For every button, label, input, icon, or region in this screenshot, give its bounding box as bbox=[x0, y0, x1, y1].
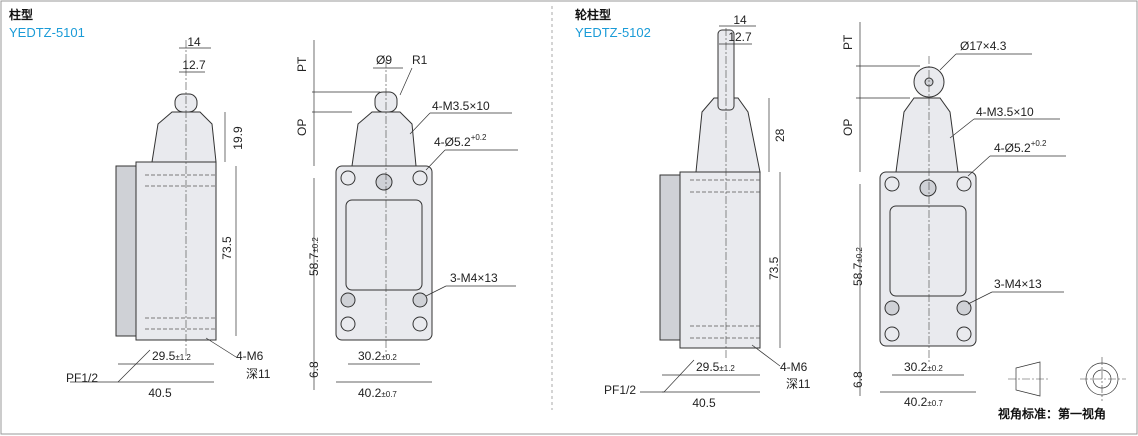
screw-top bbox=[375, 173, 393, 191]
projection-cone-icon bbox=[1015, 361, 1041, 397]
hole-bl bbox=[884, 326, 900, 342]
dim-screw-top: 4-M3.5×10 bbox=[432, 99, 490, 113]
panel-model: YEDTZ-5101 bbox=[9, 25, 85, 40]
dim-14: 14 bbox=[733, 13, 747, 27]
dim-19-9: 19.9 bbox=[231, 126, 245, 150]
dim-73-5: 73.5 bbox=[767, 256, 781, 280]
dim-pt: PT bbox=[295, 56, 309, 72]
screw-bl bbox=[340, 292, 356, 308]
dim-58-7: 58.7±0.2 bbox=[307, 237, 321, 276]
dim-40-5: 40.5 bbox=[148, 386, 172, 400]
dim-hole: 4-Ø5.2+0.2 bbox=[994, 139, 1047, 155]
dim-roller: Ø17×4.3 bbox=[960, 39, 1007, 53]
dim-screw-bottom: 3-M4×13 bbox=[450, 271, 498, 285]
screw-br bbox=[956, 300, 972, 316]
front-cover-recess bbox=[889, 205, 967, 297]
dim-r1: R1 bbox=[412, 53, 428, 67]
side-view: 14 12.7 19.9 73.5 29.5±1.2 40.5 PF1/2 4-… bbox=[66, 35, 271, 400]
front-actuator-base bbox=[351, 111, 417, 167]
dim-dia9: Ø9 bbox=[376, 53, 392, 67]
dim-op: OP bbox=[841, 119, 855, 136]
dim-hole: 4-Ø5.2+0.2 bbox=[434, 133, 487, 149]
panel-model: YEDTZ-5102 bbox=[575, 25, 651, 40]
side-actuator-base bbox=[695, 97, 761, 173]
front-view: PT OP 58.7±0.2 6.8 Ø17×4.3 4-M3.5×10 4-Ø… bbox=[841, 22, 1066, 409]
dim-op: OP bbox=[295, 119, 309, 136]
hole-tl bbox=[884, 176, 900, 192]
front-actuator-base bbox=[895, 97, 959, 173]
hole-bl bbox=[340, 316, 356, 332]
front-cover-recess bbox=[345, 199, 423, 291]
hole-tr bbox=[956, 176, 972, 192]
side-body bbox=[135, 161, 217, 341]
dim-40-2: 40.2±0.7 bbox=[358, 386, 397, 400]
hole-br bbox=[956, 326, 972, 342]
panel-roller: 轮柱型 YEDTZ-5102 14 12.7 28 73.5 29.5±1.2 … bbox=[575, 7, 1126, 421]
dim-thread: 4-M6 bbox=[780, 360, 808, 374]
hole-br bbox=[412, 316, 428, 332]
dim-pf: PF1/2 bbox=[66, 371, 98, 385]
screw-br bbox=[412, 292, 428, 308]
dim-12-7: 12.7 bbox=[182, 58, 206, 72]
side-view: 14 12.7 28 73.5 29.5±1.2 40.5 PF1/2 4-M6… bbox=[604, 13, 811, 410]
dim-pf: PF1/2 bbox=[604, 383, 636, 397]
screw-bl bbox=[884, 300, 900, 316]
dim-73-5: 73.5 bbox=[220, 236, 234, 260]
projection-symbol: 视角标准：第一视角 bbox=[998, 357, 1126, 421]
dim-40-2: 40.2±0.7 bbox=[904, 395, 943, 409]
side-body-left bbox=[659, 174, 683, 341]
side-actuator-base bbox=[151, 111, 217, 163]
projection-note: 视角标准：第一视角 bbox=[998, 406, 1106, 421]
dim-29-5: 29.5±1.2 bbox=[696, 360, 735, 374]
dim-depth: 深11 bbox=[246, 367, 271, 381]
front-view: PT OP 58.7±0.2 6.8 Ø9 R1 4-M3.5×10 4-Ø5.… bbox=[295, 40, 518, 400]
dim-28: 28 bbox=[773, 128, 787, 142]
panel-title: 柱型 bbox=[9, 7, 33, 22]
dim-screw-top: 4-M3.5×10 bbox=[976, 105, 1034, 119]
dim-29-5: 29.5±1.2 bbox=[152, 349, 191, 363]
screw-top bbox=[919, 179, 937, 197]
dim-thread: 4-M6 bbox=[236, 349, 264, 363]
dim-30-2: 30.2±0.2 bbox=[904, 360, 943, 374]
dim-pt: PT bbox=[841, 34, 855, 50]
dim-screw-bottom: 3-M4×13 bbox=[994, 277, 1042, 291]
side-body-left bbox=[115, 165, 139, 337]
dim-6-8: 6.8 bbox=[851, 371, 865, 388]
panel-title: 轮柱型 bbox=[575, 7, 611, 22]
side-body bbox=[679, 171, 761, 349]
dim-40-5: 40.5 bbox=[692, 396, 716, 410]
dim-14: 14 bbox=[187, 35, 201, 49]
dim-depth: 深11 bbox=[786, 377, 811, 391]
hole-tr bbox=[412, 170, 428, 186]
hole-tl bbox=[340, 170, 356, 186]
dim-6-8: 6.8 bbox=[307, 361, 321, 378]
dim-12-7: 12.7 bbox=[728, 30, 752, 44]
dim-30-2: 30.2±0.2 bbox=[358, 349, 397, 363]
dim-58-7: 58.7±0.2 bbox=[851, 247, 865, 286]
panel-plunger: 柱型 YEDTZ-5101 14 12.7 19.9 73.5 29.5±1.2 bbox=[9, 7, 518, 400]
